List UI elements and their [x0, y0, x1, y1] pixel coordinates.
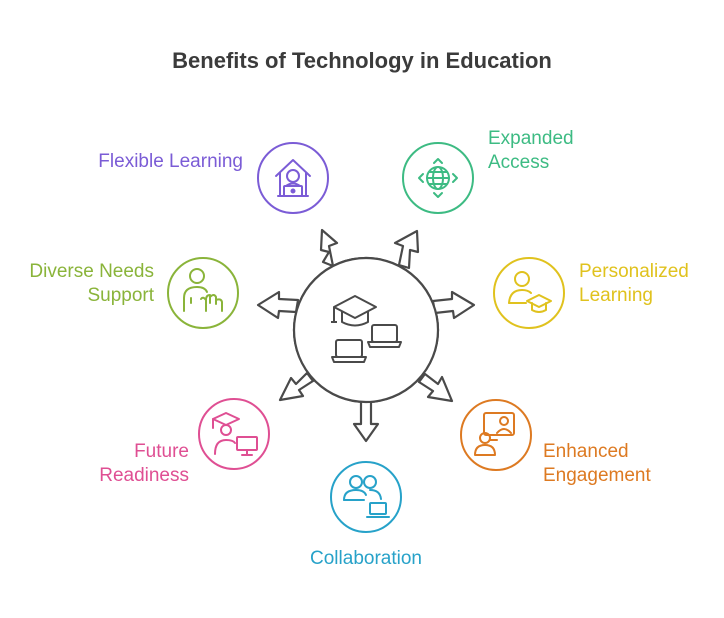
- diverse-needs-line1: Diverse Needs: [29, 261, 154, 282]
- enhanced-engagement-node: [460, 399, 532, 471]
- arrow-up-right-icon: [393, 229, 420, 270]
- arrow-down-left-icon: [278, 371, 315, 402]
- flexible-learning-node: [257, 142, 329, 214]
- group-laptop-icon: [343, 475, 390, 518]
- laptop-icon: [331, 324, 402, 363]
- future-readiness-line2: Readiness: [99, 465, 189, 486]
- home-laptop-icon: [275, 159, 311, 197]
- video-presentation-icon: [474, 412, 515, 456]
- person-hand-icon: [183, 268, 223, 312]
- expanded-access-label: Expanded Access: [488, 127, 574, 175]
- arrow-down-icon: [352, 399, 380, 443]
- diverse-needs-support-label: Diverse Needs Support: [29, 260, 154, 308]
- central-hub: [256, 228, 476, 443]
- enhanced-engagement-line2: Engagement: [543, 465, 651, 486]
- collaboration-label: Collaboration: [266, 547, 466, 571]
- personalized-learning-node: [493, 257, 565, 329]
- collaboration-node: [330, 461, 402, 533]
- diverse-needs-line2: Support: [87, 285, 154, 306]
- future-readiness-line1: Future: [134, 441, 189, 462]
- diverse-needs-support-node: [167, 257, 239, 329]
- future-readiness-node: [198, 398, 270, 470]
- personalized-learning-label: Personalized Learning: [579, 260, 689, 308]
- graduate-computer-icon: [212, 412, 258, 456]
- arrow-right-icon: [431, 290, 476, 320]
- collaboration-text: Collaboration: [310, 548, 422, 569]
- person-graduation-cap-icon: [508, 271, 552, 313]
- arrow-up-left-icon: [319, 228, 339, 268]
- arrow-left-icon: [256, 290, 300, 320]
- future-readiness-label: Future Readiness: [99, 440, 189, 488]
- flexible-learning-label: Flexible Learning: [98, 150, 243, 174]
- graduation-cap-icon: [331, 295, 377, 327]
- expanded-access-line1: Expanded: [488, 128, 574, 149]
- arrow-down-right-icon: [417, 372, 454, 403]
- enhanced-engagement-label: Enhanced Engagement: [543, 440, 651, 488]
- flexible-learning-text: Flexible Learning: [98, 151, 243, 172]
- enhanced-engagement-line1: Enhanced: [543, 441, 629, 462]
- expanded-access-line2: Access: [488, 152, 550, 173]
- personalized-learning-line2: Learning: [579, 285, 653, 306]
- diagram-title: Benefits of Technology in Education: [172, 48, 552, 73]
- globe-arrows-icon: [418, 158, 458, 198]
- expanded-access-node: [402, 142, 474, 214]
- personalized-learning-line1: Personalized: [579, 261, 689, 282]
